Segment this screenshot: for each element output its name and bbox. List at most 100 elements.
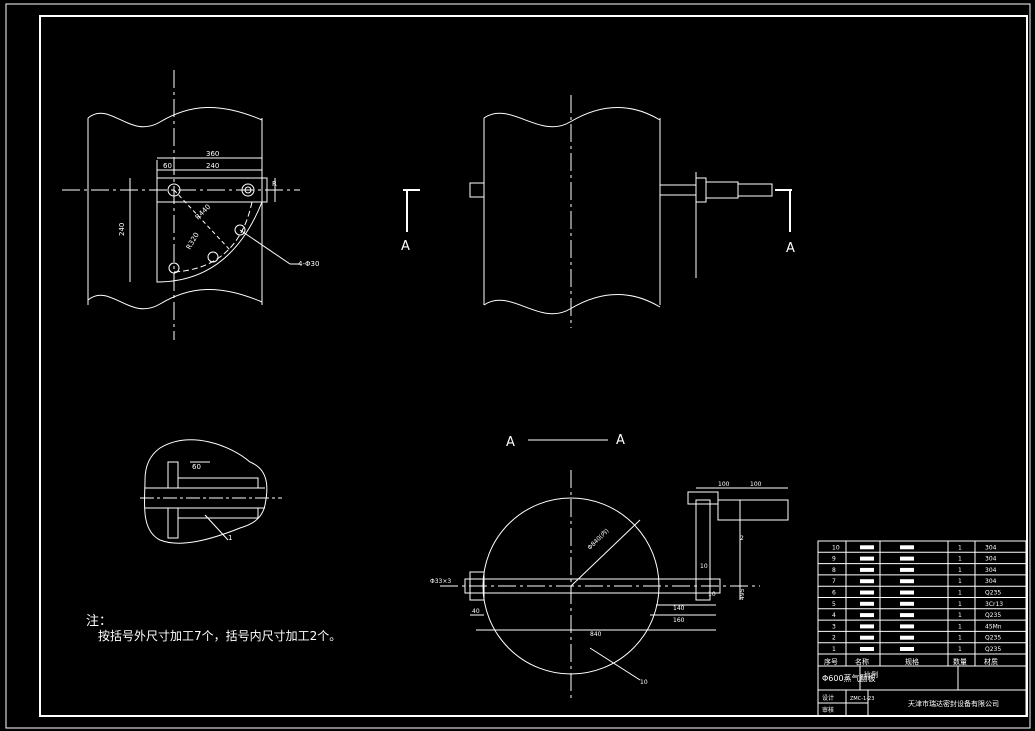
parts-row-spec-redacted: [900, 635, 914, 640]
dim-240: 240: [206, 162, 219, 170]
dim-radius: Φ840(内): [586, 527, 611, 552]
section-label-right: A: [786, 241, 795, 256]
dim-main: 840: [590, 631, 602, 638]
detail-callout: 1: [228, 534, 232, 542]
parts-row-material: 304: [985, 578, 997, 585]
section-title-right: A: [616, 433, 625, 448]
parts-row-spec-redacted: [900, 613, 914, 618]
section-title-left: A: [506, 435, 515, 450]
drawing-number: ZMC-1-23: [850, 696, 874, 702]
parts-row-name-redacted: [860, 613, 874, 618]
dim-mid: 140: [673, 605, 685, 612]
parts-row-name-redacted: [860, 601, 874, 606]
parts-row-name-redacted: [860, 579, 874, 584]
top-right-view: [403, 95, 792, 328]
parts-row-qty: 1: [958, 612, 962, 619]
parts-row-spec-redacted: [900, 624, 914, 629]
parts-row-spec-redacted: [900, 556, 914, 561]
parts-row-qty: 1: [958, 601, 962, 608]
company-name: 天津市瑞达密封设备有限公司: [908, 699, 999, 708]
parts-row-no: 2: [832, 635, 836, 642]
parts-row-no: 7: [832, 578, 836, 585]
callout-side: 2: [740, 535, 744, 542]
section-label-left: A: [401, 239, 410, 254]
parts-row-spec-redacted: [900, 545, 914, 550]
parts-row-material: Q235: [985, 635, 1001, 642]
parts-row-material: Q235: [985, 590, 1001, 597]
header-spec: 规格: [905, 657, 919, 666]
parts-row-material: 304: [985, 544, 997, 551]
parts-row-qty: 1: [958, 578, 962, 585]
dim-top1: 100: [718, 481, 730, 488]
inner-frame: [39, 15, 1028, 717]
parts-row-spec-redacted: [900, 601, 914, 606]
dim-60: 60: [163, 162, 172, 170]
header-no: 序号: [824, 657, 838, 666]
note-title: 注：: [86, 614, 112, 629]
detail-view: [140, 439, 282, 544]
parts-row-no: 1: [832, 646, 836, 653]
parts-row-no: 8: [832, 567, 836, 574]
dim-vertical: 495: [739, 588, 746, 600]
parts-row-qty: 1: [958, 567, 962, 574]
dim-mid2: 160: [673, 617, 685, 624]
parts-row-name-redacted: [860, 567, 874, 572]
dim-r320: R320: [185, 231, 201, 251]
parts-row-material: Q235: [985, 612, 1001, 619]
parts-row-material: 304: [985, 567, 997, 574]
check-label: 审核: [822, 706, 834, 714]
parts-row-spec-redacted: [900, 590, 914, 595]
parts-row-qty: 1: [958, 556, 962, 563]
dim-right2: 10: [708, 591, 716, 598]
parts-row-qty: 1: [958, 646, 962, 653]
parts-row-name-redacted: [860, 556, 874, 561]
dim-phi: Φ33×3: [430, 578, 451, 585]
header-mat: 材质: [984, 657, 998, 666]
dim-top2: 100: [750, 481, 762, 488]
parts-row-no: 4: [832, 612, 836, 619]
part-name: Φ600蒸气翻板: [822, 673, 876, 683]
parts-row-material: 3Cr13: [985, 601, 1003, 608]
parts-row-no: 10: [832, 544, 840, 551]
note-text: 按括号外尺寸加工7个，括号内尺寸加工2个。: [98, 628, 341, 643]
dim-vert-240: 240: [118, 223, 126, 236]
scale-label: 比例: [864, 670, 878, 679]
parts-row-spec-redacted: [900, 567, 914, 572]
section-aa-view: [440, 470, 789, 700]
parts-row-name-redacted: [860, 545, 874, 550]
callout-bottom: 10: [640, 679, 648, 686]
dim-right: 10: [700, 563, 708, 570]
header-qty: 数量: [953, 657, 967, 666]
outer-frame: [5, 3, 1031, 729]
parts-row-no: 3: [832, 623, 836, 630]
parts-row-name-redacted: [860, 590, 874, 595]
dim-r440: R440: [194, 203, 213, 222]
parts-row-material: Q235: [985, 646, 1001, 653]
parts-row-name-redacted: [860, 635, 874, 640]
design-label: 设计: [822, 694, 834, 702]
dim-r: R: [272, 180, 277, 188]
dim-left: 40: [472, 608, 480, 615]
header-name: 名称: [855, 657, 869, 666]
parts-row-material: 45Mn: [985, 623, 1002, 630]
callout-holes: 4-Φ30: [298, 260, 319, 268]
detail-dim: 60: [192, 463, 201, 471]
title-block: [817, 540, 1027, 717]
parts-row-qty: 1: [958, 590, 962, 597]
parts-row-qty: 1: [958, 635, 962, 642]
parts-row-spec-redacted: [900, 579, 914, 584]
dim-360: 360: [206, 150, 219, 158]
top-left-view: [62, 70, 300, 340]
parts-row-material: 304: [985, 556, 997, 563]
parts-row-name-redacted: [860, 647, 874, 651]
parts-row-qty: 1: [958, 544, 962, 551]
parts-row-name-redacted: [860, 624, 874, 629]
parts-row-no: 5: [832, 601, 836, 608]
title-block-header: 序号 名称 规格 数量 材质: [824, 657, 998, 666]
parts-row-no: 9: [832, 556, 836, 563]
parts-row-spec-redacted: [900, 647, 914, 651]
parts-row-no: 6: [832, 590, 836, 597]
parts-row-qty: 1: [958, 623, 962, 630]
